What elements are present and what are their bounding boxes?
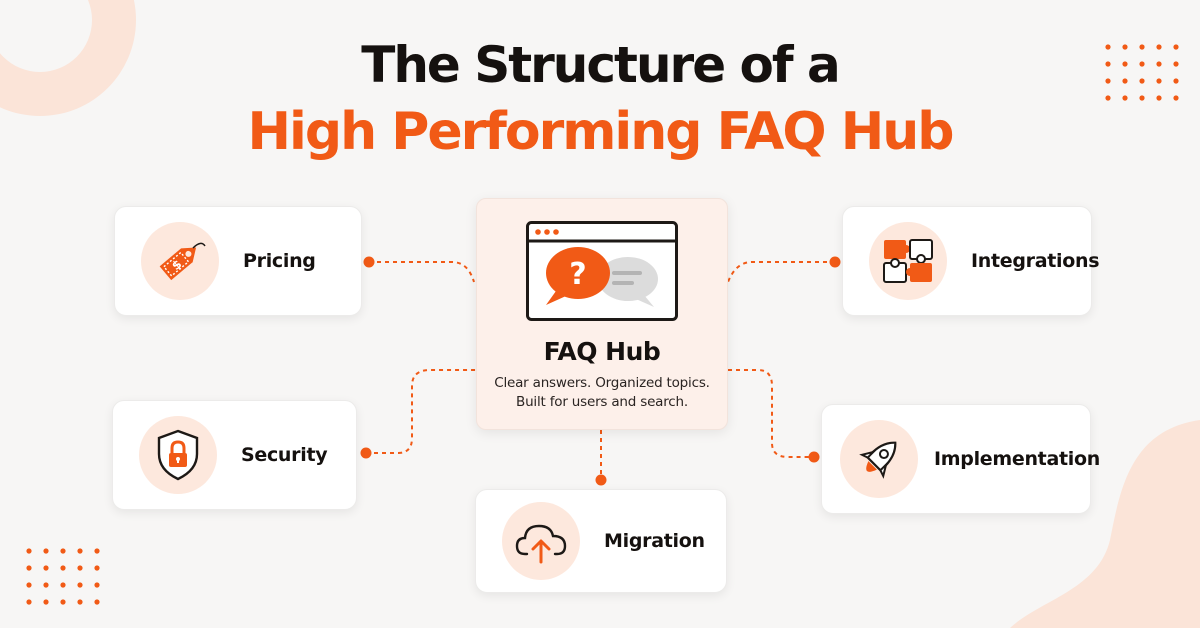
shield-lock-icon — [157, 429, 199, 481]
node-migration: Migration — [475, 489, 727, 593]
title-line-1: The Structure of a — [361, 36, 841, 94]
implementation-label: Implementation — [934, 448, 1100, 470]
hub-description-line-1: Clear answers. Organized topics. — [494, 375, 710, 391]
price-tag-icon: $ — [159, 242, 206, 281]
node-pricing: $ Pricing — [114, 206, 362, 316]
node-security: Security — [112, 400, 357, 510]
puzzle-icon — [883, 239, 933, 283]
connector-integrations — [727, 261, 835, 283]
pricing-label: Pricing — [243, 250, 316, 272]
puzzle-icon-circle — [869, 222, 947, 300]
faq-window-icon: ? — [526, 221, 678, 321]
rocket-icon-circle — [840, 420, 918, 498]
cloud-upload-icon — [515, 524, 567, 564]
title-line-2: High Performing FAQ Hub — [247, 102, 955, 162]
price-tag-icon-circle: $ — [141, 222, 219, 300]
connector-security — [366, 369, 476, 454]
security-label: Security — [241, 444, 328, 466]
hub-title: FAQ Hub — [543, 337, 661, 366]
node-implementation: Implementation — [821, 404, 1100, 514]
hub-description-line-2: Built for users and search. — [516, 394, 688, 410]
node-integrations: Integrations — [842, 206, 1100, 316]
cloud-upload-icon-circle — [502, 502, 580, 580]
svg-text:?: ? — [569, 257, 586, 292]
connector-implementation — [728, 369, 814, 458]
shield-lock-icon-circle — [139, 416, 217, 494]
rocket-icon — [859, 441, 897, 479]
faq-hub-card: ? FAQ Hub Clear answers. Organized topic… — [476, 198, 728, 430]
connector-pricing — [369, 261, 475, 283]
integrations-label: Integrations — [971, 250, 1100, 272]
migration-label: Migration — [604, 530, 705, 552]
